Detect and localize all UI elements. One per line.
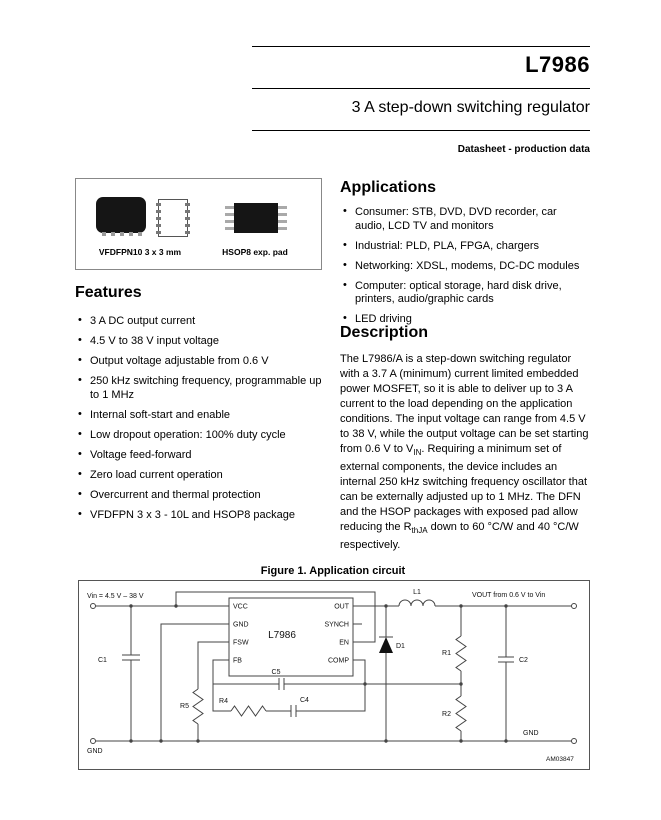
features-list: 3 A DC output current 4.5 V to 38 V inpu… [75,314,325,529]
feature-item: Internal soft-start and enable [75,408,325,423]
application-item: LED driving [340,312,585,327]
description-paragraph: The L7986/A is a step-down switching reg… [340,352,590,553]
package-caption-hsop8: HSOP8 exp. pad [222,247,288,257]
application-circuit-figure: Vin = 4.5 V – 38 V VOUT from 0.6 V to Vi… [78,580,590,770]
component-label-c5: C5 [272,669,281,676]
vin-terminal [90,603,96,609]
enable-tie-wire [175,591,376,643]
hsop8-package-image [225,203,287,233]
component-label-l1: L1 [413,589,421,596]
description-text: . Requiring a minimum set of external co… [340,443,588,534]
component-label-r4: R4 [219,698,228,705]
pin-label-fb: FB [233,658,242,665]
vin-subscript: IN [413,448,422,458]
application-circuit-schematic: Vin = 4.5 V – 38 V VOUT from 0.6 V to Vi… [87,589,577,763]
gnd-left-label: GND [87,748,103,755]
component-label-c2: C2 [519,657,528,664]
description-text: down to 60 °C/W and 40 °C/W respectively… [340,521,579,552]
feature-item: Overcurrent and thermal protection [75,488,325,503]
pin-label-synch: SYNCH [324,622,349,629]
application-item: Computer: optical storage, hard disk dri… [340,279,585,307]
resistor-r4-symbol [230,705,267,717]
diode-d1-symbol [379,637,393,653]
pin-label-en: EN [339,640,349,647]
component-label-r2: R2 [442,711,451,718]
ic-label: L7986 [268,630,296,641]
feature-item: Output voltage adjustable from 0.6 V [75,354,325,369]
resistor-r2-symbol [455,695,467,732]
feature-item: 3 A DC output current [75,314,325,329]
inductor-l1-symbol [398,599,436,607]
component-label-r1: R1 [442,650,451,657]
compensation-branch-wire [212,684,366,717]
figure-caption: Figure 1. Application circuit [260,565,406,577]
vin-label: Vin = 4.5 V – 38 V [87,593,144,600]
pin-label-comp: COMP [328,658,349,665]
header-rule-bottom [252,130,590,131]
applications-heading: Applications [340,179,437,196]
description-heading: Description [340,324,429,341]
feature-item: 4.5 V to 38 V input voltage [75,334,325,349]
ground-pin-wire [160,623,229,741]
gnd-right-label: GND [523,730,539,737]
package-box: VFDFPN10 3 x 3 mm HSOP8 exp. pad [75,178,322,270]
page-subtitle: 3 A step-down switching regulator [351,99,590,116]
fb-wire [212,659,229,684]
applications-list: Consumer: STB, DVD, DVD recorder, car au… [340,205,585,333]
page-title: L7986 [525,52,590,77]
description-text: The L7986/A is a step-down switching reg… [340,353,589,455]
terminals [90,603,577,744]
schematic-wiring [95,591,572,742]
vout-label: VOUT from 0.6 V to Vin [472,592,545,599]
component-label-r5: R5 [180,703,189,710]
capacitor-c2-symbol [498,606,514,741]
resistor-r5-symbol [192,688,204,725]
component-label-c4: C4 [300,697,309,704]
vfdfpn10-outline-image [156,199,190,237]
feature-item: Voltage feed-forward [75,448,325,463]
pin-label-fsw: FSW [233,640,249,647]
feature-item: 250 kHz switching frequency, programmabl… [75,374,325,402]
gnd-right-terminal [571,738,577,744]
capacitor-c1-symbol [122,606,140,741]
gnd-left-terminal [90,738,96,744]
fsw-wire [197,641,229,741]
application-item: Industrial: PLD, PLA, FPGA, chargers [340,239,585,254]
drawing-code-label: AM03847 [546,756,574,763]
diode-d1-wires [379,606,393,741]
application-item: Networking: XDSL, modems, DC-DC modules [340,259,585,274]
feature-item: Zero load current operation [75,468,325,483]
doc-type-label: Datasheet - production data [457,144,590,155]
rthja-subscript: thJA [411,526,428,536]
feature-item: VFDFPN 3 x 3 - 10L and HSOP8 package [75,508,325,523]
pin-label-vcc: VCC [233,604,248,611]
features-heading: Features [75,284,142,301]
pin-label-gnd: GND [233,622,249,629]
vfdfpn10-package-image [96,197,146,236]
application-item: Consumer: STB, DVD, DVD recorder, car au… [340,205,585,233]
pin-label-out: OUT [334,604,350,611]
comp-wire [353,659,366,684]
resistor-r1-symbol [455,635,467,672]
feature-item: Low dropout operation: 100% duty cycle [75,428,325,443]
junction-dots [129,604,508,743]
header-rule-middle [252,88,590,89]
header-rule-top [252,46,590,47]
vout-terminal [571,603,577,609]
ic-body [228,597,354,677]
capacitor-c5-symbol [213,678,461,690]
component-label-c1: C1 [98,657,107,664]
package-caption-vfdfpn10: VFDFPN10 3 x 3 mm [98,247,182,257]
component-label-d1: D1 [396,643,405,650]
